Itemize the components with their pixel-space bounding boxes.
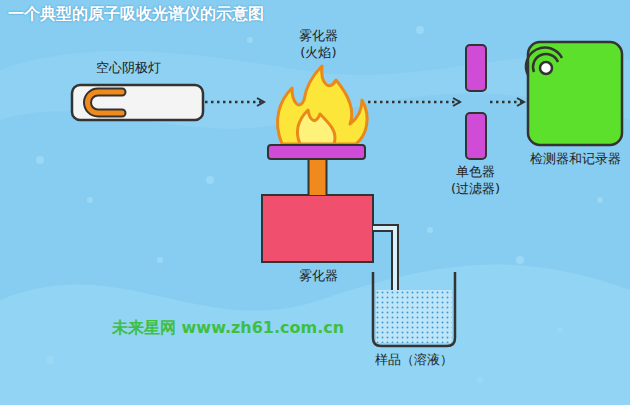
detector-node xyxy=(528,42,622,145)
sample-beaker-node xyxy=(373,272,455,346)
filter-bar xyxy=(466,113,486,159)
detector-icon xyxy=(526,47,562,75)
connector-line xyxy=(373,228,395,272)
connector-line xyxy=(368,101,460,104)
light-beam xyxy=(490,102,524,103)
nebulizer-label: 雾化器 xyxy=(299,268,338,285)
connector-line xyxy=(490,101,524,104)
flame-atomizer-label: 雾化器 (火焰) xyxy=(295,28,342,62)
sample-beaker-label: 样品（溶液） xyxy=(375,352,453,369)
connector-line xyxy=(205,101,264,104)
monochromator-node xyxy=(464,45,488,160)
nebulizer-box xyxy=(262,195,373,262)
lamp-node xyxy=(72,85,203,120)
connector-line xyxy=(310,160,326,195)
detector-label: 检测器和记录器 xyxy=(530,151,621,168)
connector-line xyxy=(373,228,395,272)
light-beam xyxy=(205,102,264,103)
detector-box xyxy=(528,42,622,145)
sample-tube xyxy=(373,228,395,272)
lamp-label: 空心阴极灯 xyxy=(96,60,161,77)
watermark: 未来星网 www.zh61.com.cn xyxy=(112,318,344,339)
title: 一个典型的原子吸收光谱仪的示意图 xyxy=(8,4,264,25)
nebulizer-node xyxy=(262,195,373,262)
burner-stem xyxy=(317,160,318,195)
connector-line xyxy=(308,160,328,195)
monochromator-label: 单色器 (过滤器) xyxy=(447,164,504,198)
flame xyxy=(277,66,367,144)
burner-plate xyxy=(268,145,365,159)
beaker xyxy=(373,272,455,346)
light-beam xyxy=(368,102,460,103)
solution xyxy=(376,290,452,343)
cathode-outline xyxy=(88,92,122,113)
solution-texture xyxy=(376,290,452,343)
flame-atomizer-node xyxy=(268,66,366,160)
filter-bar xyxy=(466,45,486,91)
lamp-housing xyxy=(72,85,203,120)
hollow-cathode xyxy=(88,92,122,113)
